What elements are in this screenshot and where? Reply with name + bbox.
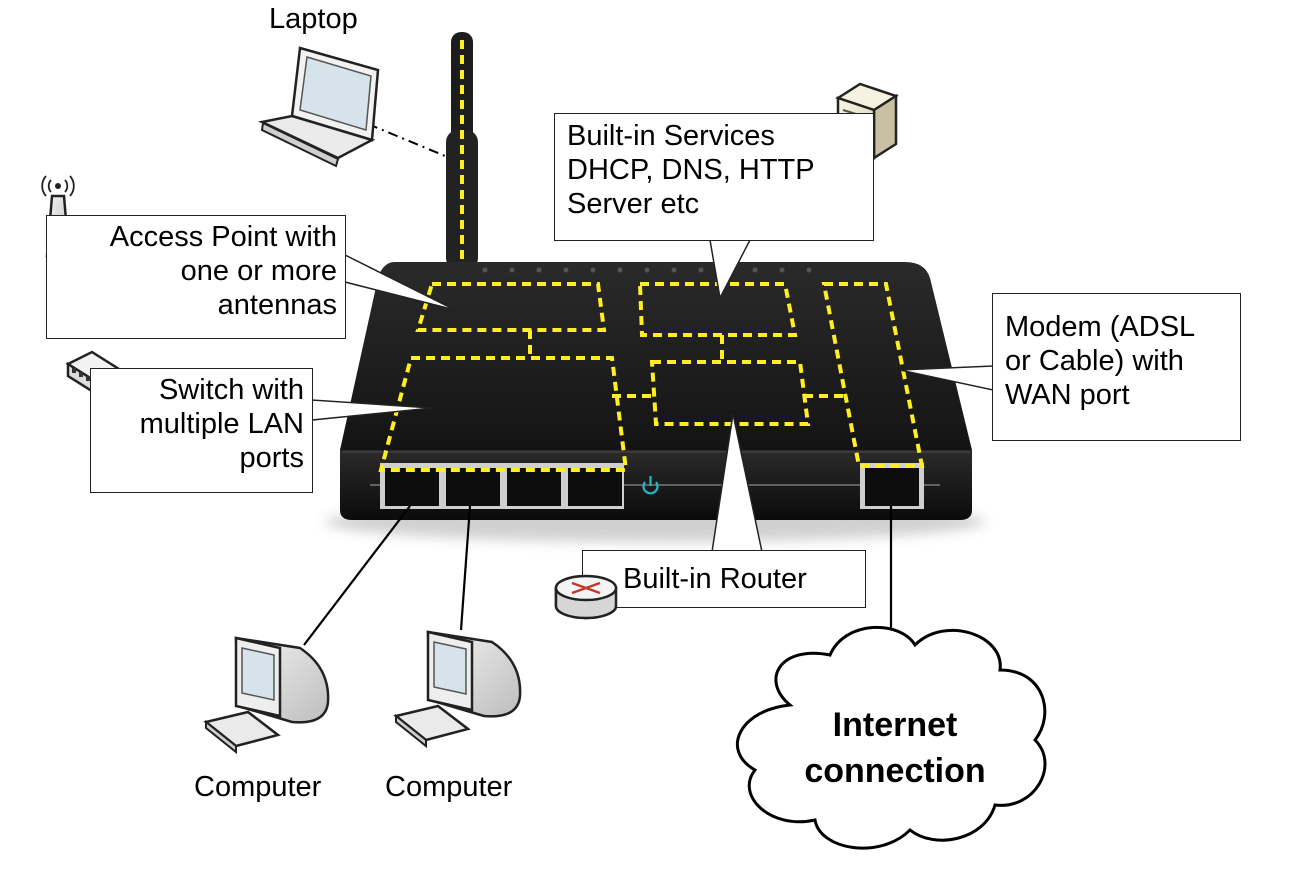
services-line-1: Built-in Services	[567, 120, 775, 152]
cloud-line-2: connection	[804, 752, 986, 790]
computer-icon	[203, 636, 330, 755]
access-point-callout: Access Point with one or more antennas	[46, 215, 346, 339]
modem-line-1: Modem (ADSL	[1005, 311, 1196, 343]
router-top-panel	[340, 262, 972, 450]
laptop-label: Laptop	[269, 3, 358, 35]
cloud-line-1: Internet	[832, 706, 958, 744]
callout-pointers	[311, 239, 994, 553]
services-callout: Built-in Services DHCP, DNS, HTTP Server…	[554, 113, 874, 241]
router-block	[649, 360, 811, 426]
services-line-3: Server etc	[567, 188, 700, 220]
wan-port	[860, 463, 924, 509]
internet-cloud-label: Internet connection	[790, 702, 1000, 794]
modem-line-3: WAN port	[1005, 379, 1130, 411]
access-point-block	[415, 282, 607, 332]
modem-line-2: or Cable) with	[1005, 345, 1184, 377]
services-block	[637, 282, 798, 337]
switch-callout: Switch with multiple LAN ports	[90, 368, 313, 493]
router-antenna	[446, 32, 478, 272]
computer-label: Computer	[385, 771, 513, 803]
status-leds	[482, 267, 812, 273]
laptop-icon	[258, 46, 380, 168]
computer-icon	[393, 630, 522, 749]
access-point-line-3: antennas	[217, 289, 337, 321]
router-callout: Built-in Router	[582, 550, 866, 608]
access-point-line-1: Access Point with	[109, 221, 337, 253]
internet-cloud	[735, 625, 1047, 850]
modem-callout: Modem (ADSL or Cable) with WAN port	[992, 293, 1241, 441]
computer-label: Computer	[194, 771, 322, 803]
modem-block	[821, 282, 925, 468]
router-icon-overlay	[554, 574, 618, 620]
switch-line-3: ports	[239, 442, 304, 474]
access-point-line-2: one or more	[180, 255, 337, 287]
services-line-2: DHCP, DNS, HTTP	[567, 154, 815, 186]
wireless-link	[367, 123, 451, 159]
switch-line-2: multiple LAN	[139, 408, 304, 440]
switch-line-1: Switch with	[158, 374, 304, 406]
router-line-1: Built-in Router	[623, 563, 807, 595]
power-icon	[642, 476, 659, 495]
function-blocks	[378, 282, 925, 472]
